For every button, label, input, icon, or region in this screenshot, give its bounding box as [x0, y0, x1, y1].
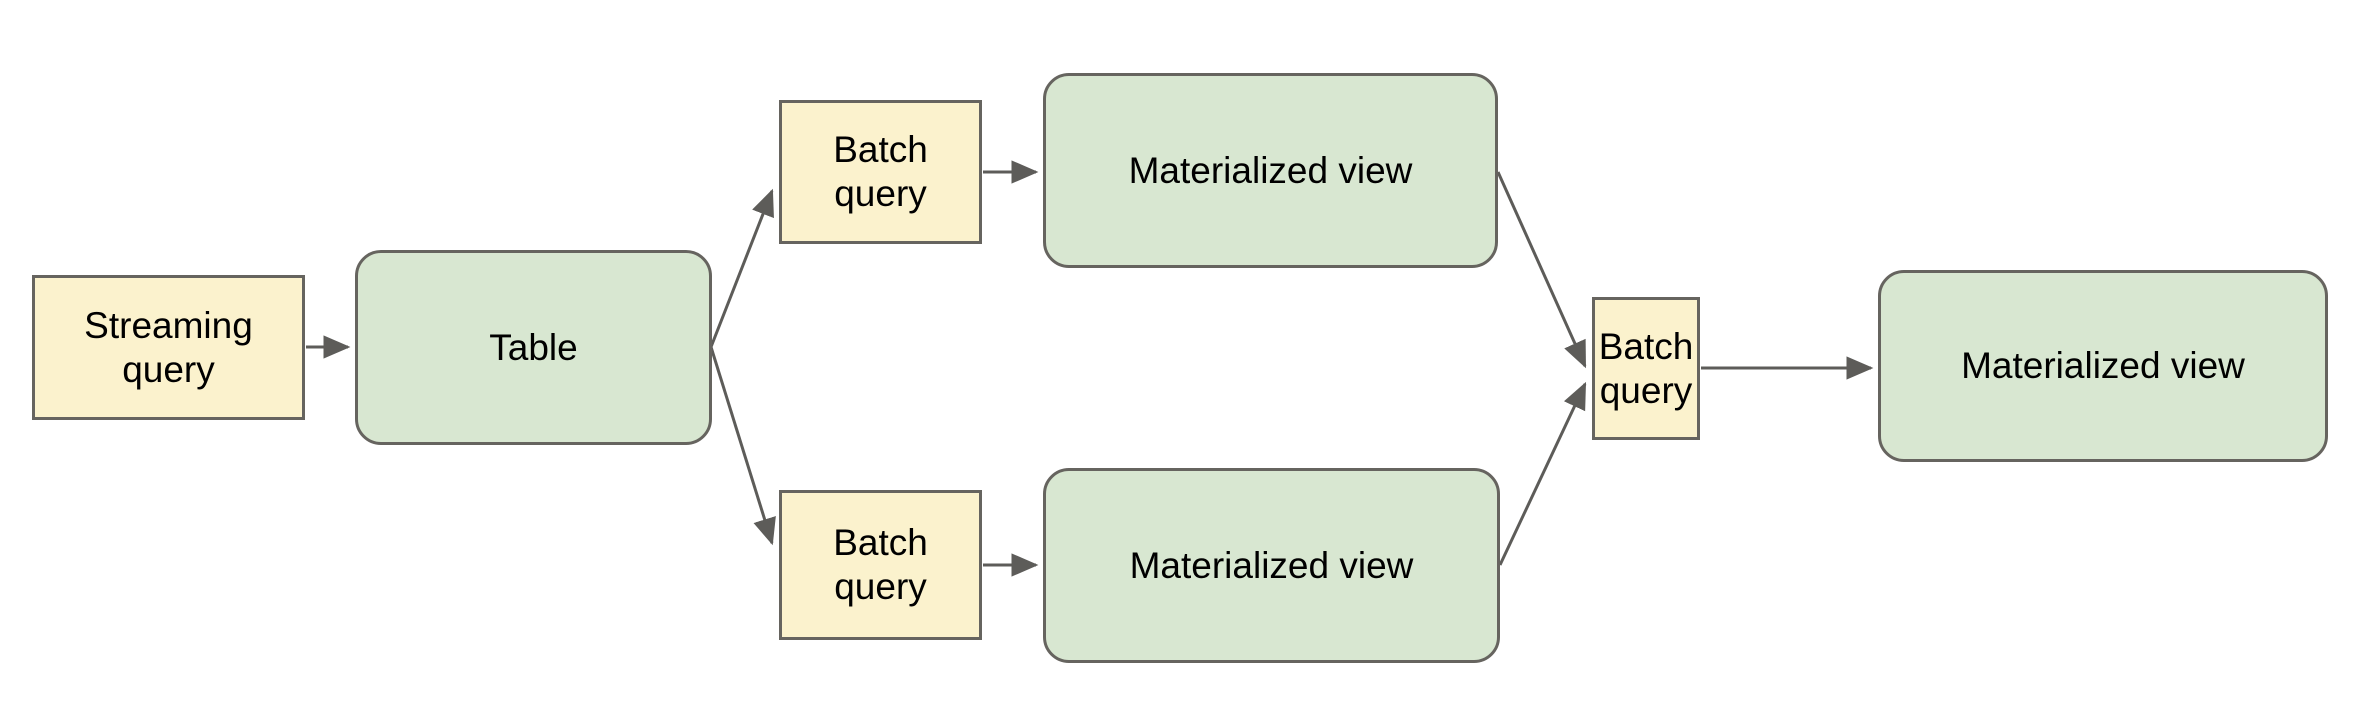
node-label: Table: [489, 326, 578, 368]
node-batch-query-merge[interactable]: Batch query: [1592, 297, 1700, 440]
node-streaming-query[interactable]: Streaming query: [32, 275, 305, 420]
node-materialized-view-top[interactable]: Materialized view: [1043, 73, 1498, 268]
node-label: Materialized view: [1961, 345, 2245, 387]
node-label: Materialized view: [1129, 544, 1414, 586]
edge-materialized-view-top-to-batch-query-merge: [1496, 171, 1587, 369]
node-label: Materialized view: [1128, 149, 1413, 191]
edge-table-to-batch-query-bottom: [709, 346, 776, 546]
node-table[interactable]: Table: [355, 250, 712, 445]
node-label: Batch query: [1598, 325, 1694, 411]
node-label: Batch query: [833, 522, 928, 607]
node-materialized-view-bottom[interactable]: Materialized view: [1043, 468, 1500, 663]
edge-table-to-batch-query-top: [709, 188, 774, 348]
node-materialized-view-final[interactable]: Materialized view: [1878, 270, 2328, 462]
node-batch-query-bottom[interactable]: Batch query: [779, 490, 982, 640]
node-label: Batch query: [833, 129, 928, 214]
node-label: Streaming query: [84, 304, 253, 390]
node-batch-query-top[interactable]: Batch query: [779, 100, 982, 244]
edge-materialized-view-bottom-to-batch-query-merge: [1498, 381, 1587, 566]
